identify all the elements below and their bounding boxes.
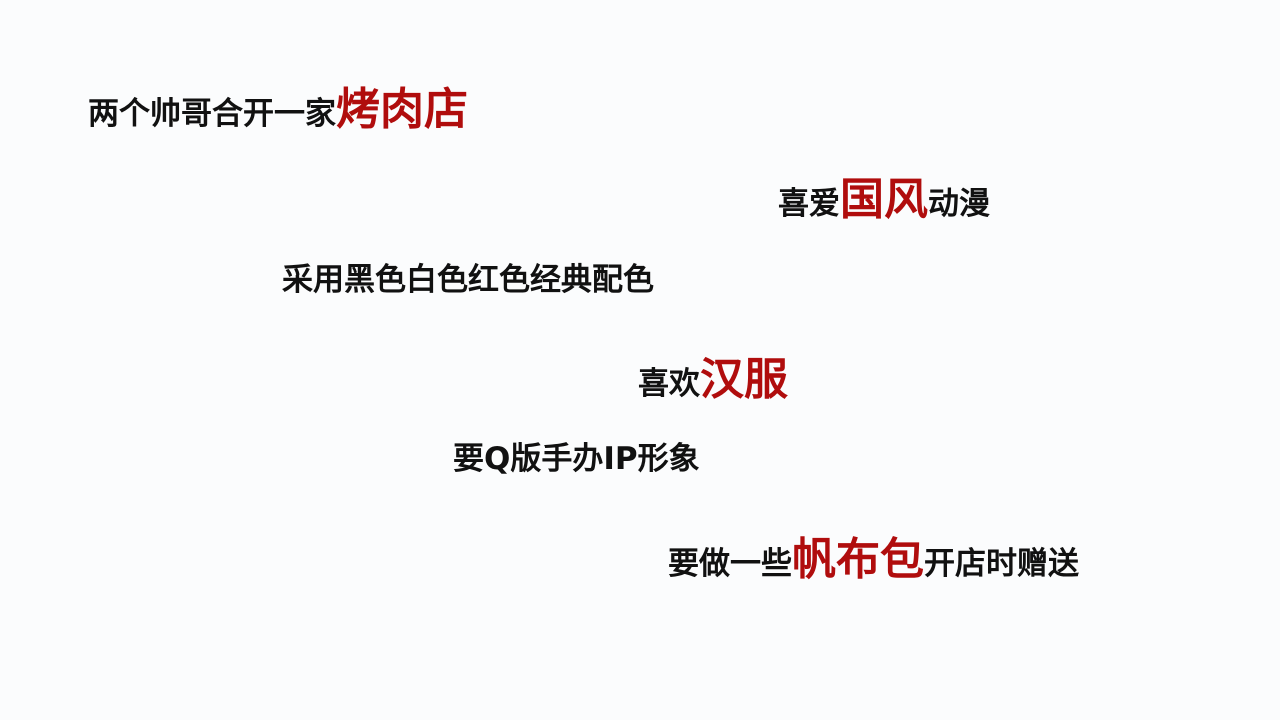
highlight-text: 帆布包 [792,534,924,585]
highlight-text: 汉服 [700,354,788,405]
line-guofeng-anime: 喜爱国风动漫 [778,178,990,222]
line-canvas-bag: 要做一些帆布包开店时赠送 [668,538,1079,582]
line-text: 动漫 [928,186,990,222]
line-text: 喜欢 [638,366,700,402]
line-text: 要Q版手办IP形象 [453,441,700,477]
line-text: 开店时赠送 [924,546,1079,582]
line-hanfu: 喜欢汉服 [638,358,788,402]
highlight-text: 国风 [840,174,928,225]
line-color-scheme: 采用黑色白色红色经典配色 [282,265,654,296]
line-bbq-shop: 两个帅哥合开一家烤肉店 [88,88,468,132]
line-text: 喜爱 [778,186,840,222]
line-text: 两个帅哥合开一家 [88,96,336,132]
line-text: 采用黑色白色红色经典配色 [282,262,654,298]
line-q-figure: 要Q版手办IP形象 [453,444,700,475]
highlight-text: 烤肉店 [336,84,468,135]
line-text: 要做一些 [668,546,792,582]
